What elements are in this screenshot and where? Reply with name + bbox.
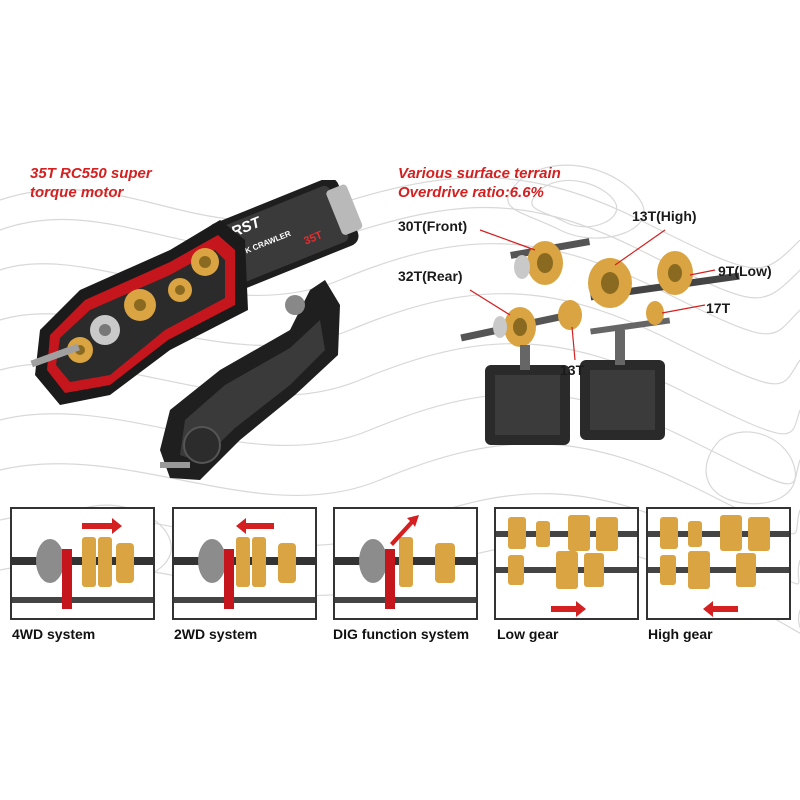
terrain-callout: Various surface terrain Overdrive ratio:…	[398, 164, 561, 202]
motor-callout-line-1: 35T RC550 super	[30, 165, 152, 182]
gear-9t-low	[657, 251, 693, 295]
panel-dig	[333, 507, 478, 620]
transmission-cutaway-illustration: RST ROCK CRAWLER 35T	[30, 180, 363, 480]
caption-high-gear: High gear	[648, 626, 713, 642]
assembled-gearbox	[160, 280, 340, 480]
gear-13t	[558, 300, 582, 330]
motor-callout: 35T RC550 super torque motor	[30, 164, 152, 202]
caption-low-gear: Low gear	[497, 626, 559, 642]
panel-high-gear	[646, 507, 791, 620]
label-32t-rear: 32T(Rear)	[398, 268, 463, 284]
label-13t: 13T	[560, 362, 585, 378]
label-30t-front: 30T(Front)	[398, 218, 468, 234]
panel-2wd	[172, 507, 317, 620]
servo-right	[580, 330, 665, 440]
caption-4wd: 4WD system	[12, 626, 96, 642]
servo-left	[485, 345, 570, 445]
caption-dig: DIG function system	[333, 626, 470, 642]
label-13t-high: 13T(High)	[632, 208, 697, 224]
label-9t-low: 9T(Low)	[718, 263, 772, 279]
gear-32t-rear	[493, 307, 536, 347]
gear-13t-high	[588, 258, 632, 308]
cutaway-gearbox	[30, 220, 248, 405]
gearset-exploded-illustration	[460, 229, 740, 445]
terrain-callout-line-1: Various surface terrain	[398, 165, 561, 182]
caption-2wd: 2WD system	[174, 626, 258, 642]
terrain-callout-line-2: Overdrive ratio:6.6%	[398, 184, 544, 201]
label-17t: 17T	[706, 300, 731, 316]
panel-4wd	[10, 507, 155, 620]
motor-callout-line-2: torque motor	[30, 184, 124, 201]
gear-30t-front	[514, 241, 563, 285]
panel-low-gear	[494, 507, 639, 620]
gear-17t	[646, 301, 664, 325]
